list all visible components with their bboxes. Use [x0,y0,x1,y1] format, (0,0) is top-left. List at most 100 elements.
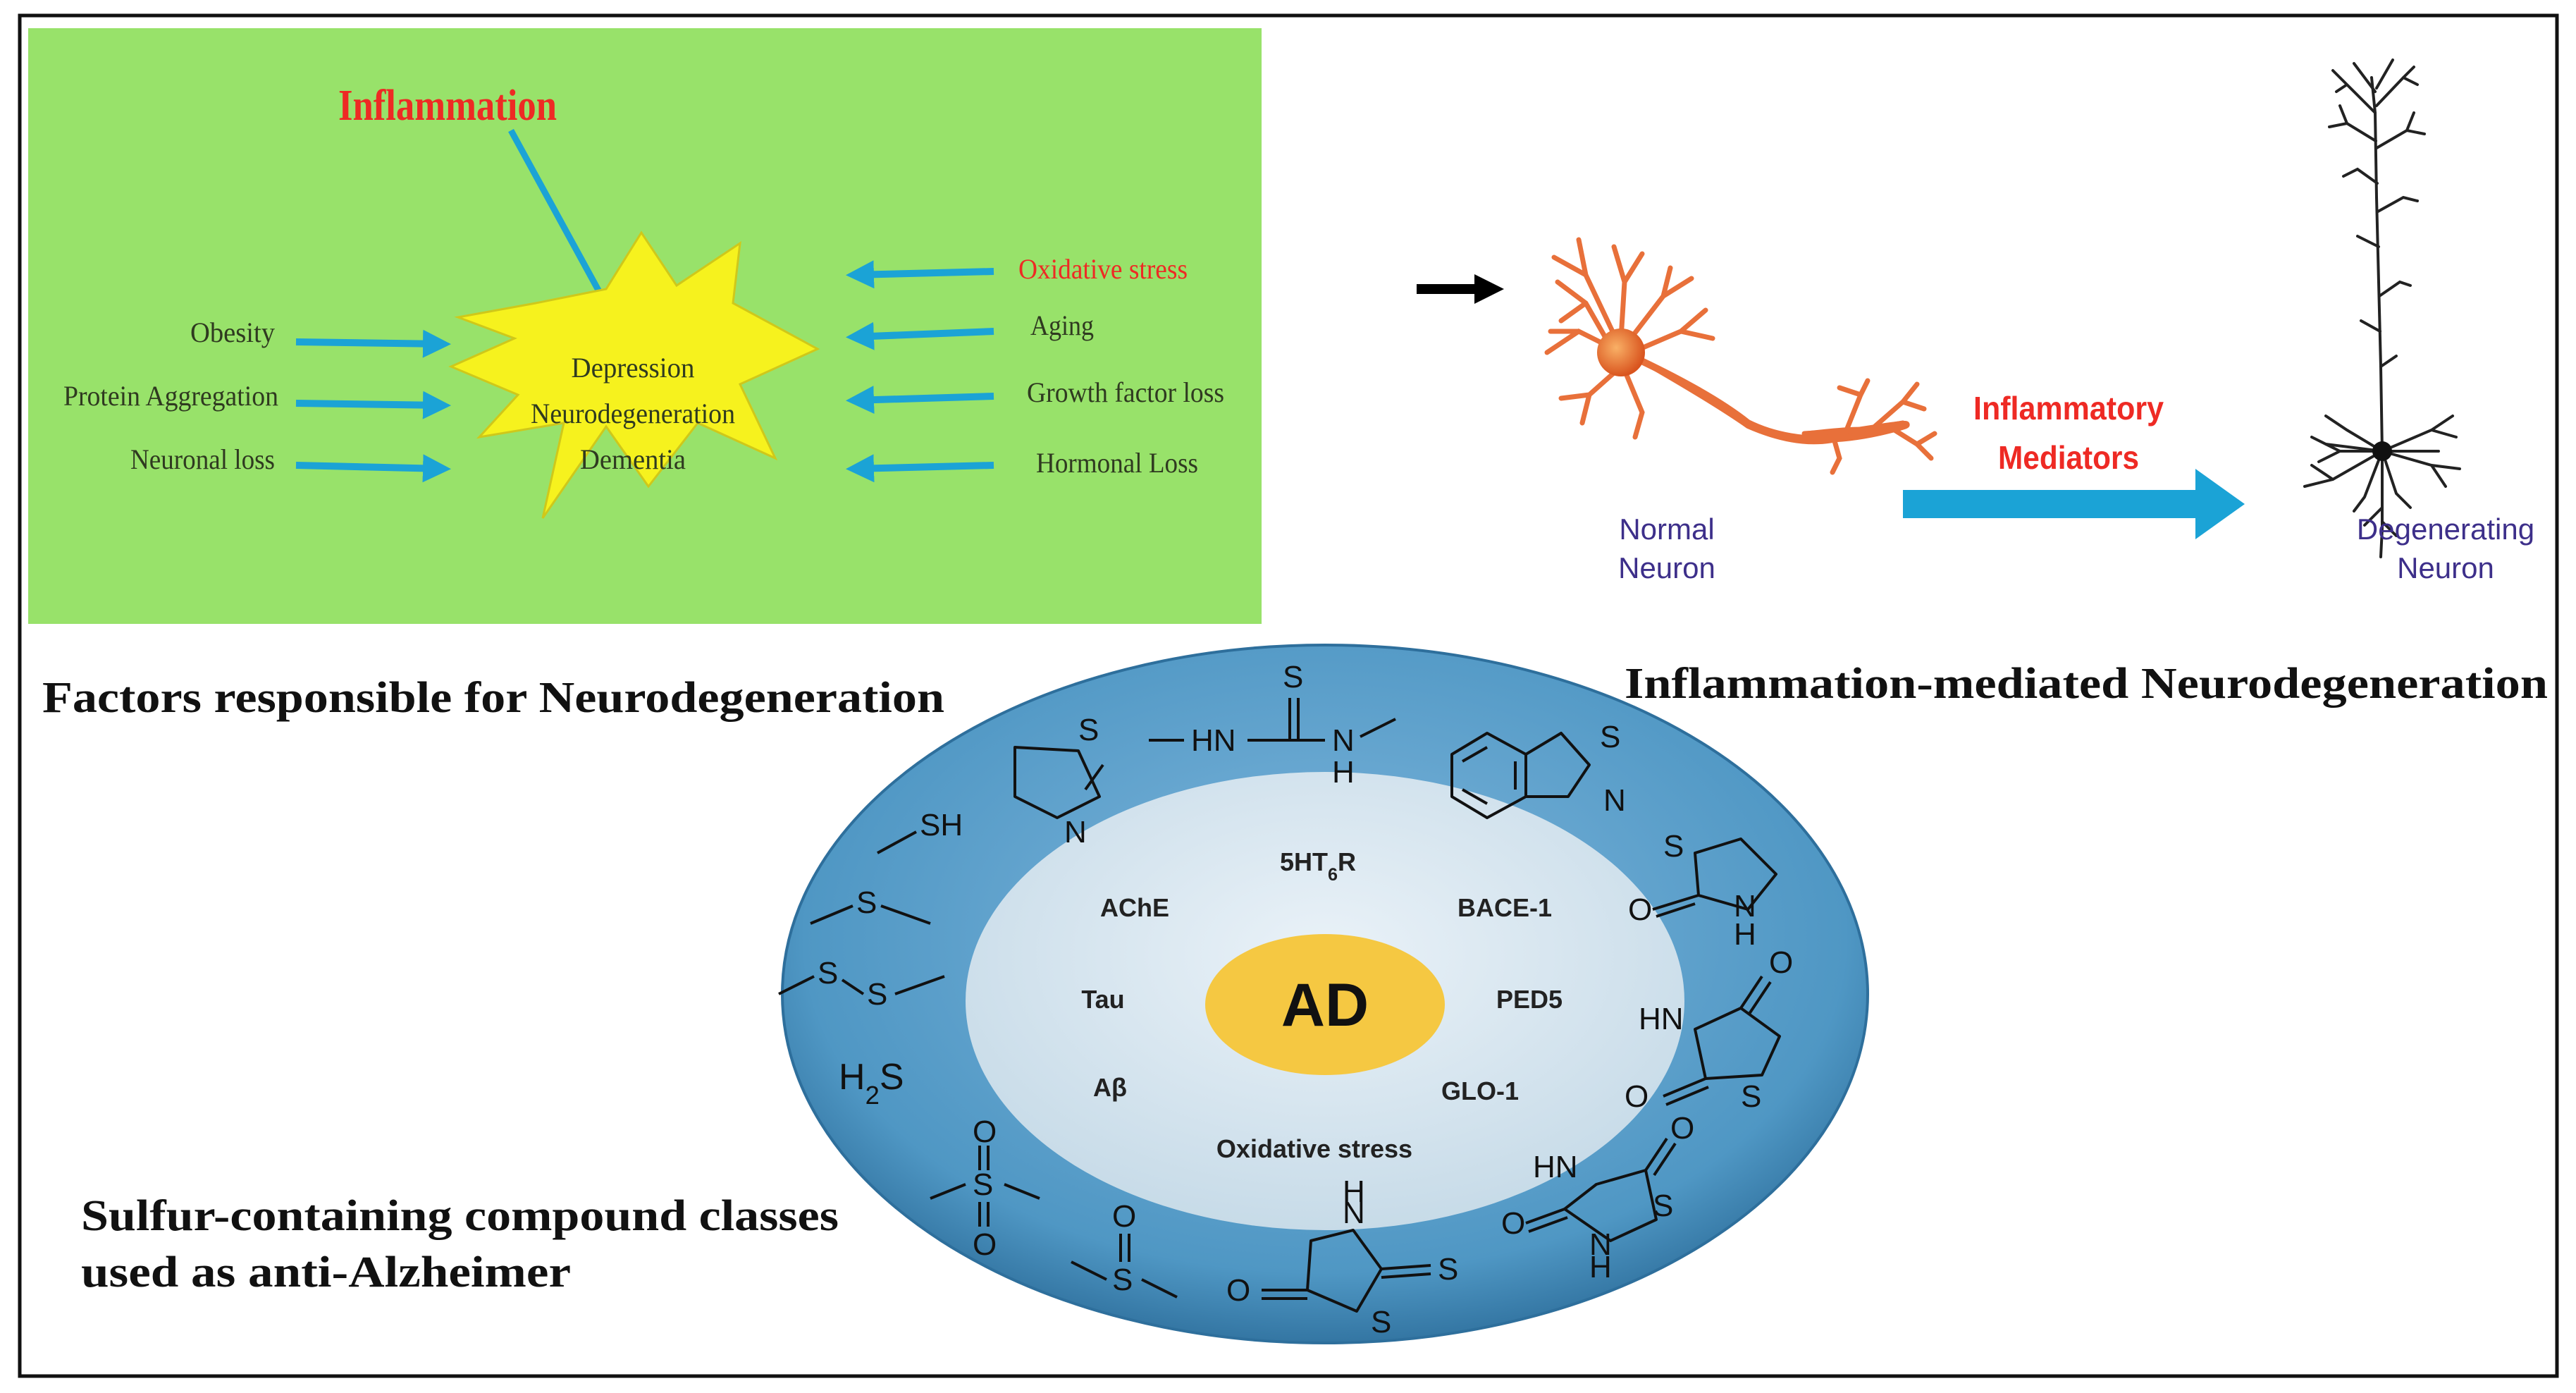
factors-panel: Inflammation Depression Neurodegeneratio… [28,28,1262,624]
svg-text:N: N [1734,889,1756,923]
arrow-obesity [295,329,451,358]
arrow-oxidative-stress [846,260,994,289]
sulfone-structure: O S O [930,1115,1040,1262]
svg-text:O: O [1670,1111,1694,1146]
inflammation-label: Inflammation [338,82,557,130]
factor-oxidative-stress: Oxidative stress [1018,253,1188,285]
svg-text:O: O [973,1115,997,1149]
svg-text:N: N [1064,815,1087,849]
compound-structures: S N HN S N H S N [778,660,1793,1339]
factor-protein-aggregation: Protein Aggregation [63,380,278,412]
svg-text:S: S [1600,720,1620,754]
ad-label: AD [1281,971,1369,1039]
ad-center [1205,934,1445,1075]
svg-text:O: O [1112,1199,1136,1234]
target-bace1: BACE-1 [1458,893,1552,922]
arrow-hormonal-loss [846,454,994,483]
thioether-structure: S [810,885,931,925]
arrow-growth-factor-loss [846,386,994,415]
degenerating-neuron-soma [2372,441,2392,461]
degenerating-neuron-icon [2303,59,2461,558]
svg-text:H: H [1332,755,1355,790]
svg-text:N: N [1332,723,1355,758]
factor-obesity: Obesity [190,317,275,348]
sulfur-panel: AD 5HT6R BACE-1 PED5 GLO-1 Oxidative str… [778,644,1869,1344]
svg-text:S: S [1283,660,1303,694]
thiourea-structure: HN S N H [1149,660,1396,790]
svg-text:N: N [1589,1227,1612,1262]
normal-neuron-icon [1544,237,1937,475]
degenerating-neuron-label-line2: Neuron [2397,551,2494,584]
factors-caption: Factors responsible for Neurodegeneratio… [42,674,944,722]
sulfur-caption-line1: Sulfur-containing compound classes [81,1192,839,1240]
thiol-structure: SH [877,808,963,854]
arrow-neuronal-loss [295,454,451,483]
svg-text:HN: HN [1533,1150,1578,1184]
inflammation-caption: Inflammation-mediated Neurodegeneration [1625,660,2548,708]
target-5ht6r: 5HT6R [1280,847,1356,885]
svg-text:O: O [1769,945,1793,980]
thiazolidinone-structure: S O N H [1628,829,1777,952]
figure-border [18,13,2559,1378]
disulfide-structure: S S [778,956,945,1012]
svg-text:N: N [1343,1196,1365,1230]
svg-text:O: O [1625,1079,1648,1114]
svg-text:S: S [1371,1305,1391,1339]
svg-text:O: O [973,1227,997,1262]
svg-text:H: H [1734,917,1756,952]
mediator-label-line2: Mediators [1998,439,2139,476]
svg-text:H: H [1343,1174,1365,1209]
target-labels: 5HT6R BACE-1 PED5 GLO-1 Oxidative stress… [1081,847,1563,1163]
svg-text:SH: SH [920,808,963,842]
hydrogen-sulfide-formula: H2S [839,1057,904,1110]
center-line-neurodegeneration: Neurodegeneration [531,398,735,429]
factor-growth-factor-loss: Growth factor loss [1027,376,1224,408]
mediator-arrow [1903,469,2245,539]
normal-neuron-label-line1: Normal [1619,513,1714,546]
svg-text:S: S [973,1167,993,1202]
target-glo1: GLO-1 [1441,1076,1519,1105]
benzothiazole-structure: S N [1450,720,1626,819]
svg-text:S: S [867,977,887,1012]
arrow-protein-aggregation [295,391,451,419]
rhodanine-structure: N H S O S [1226,1174,1458,1339]
inflammation-panel: Normal Neuron Inflammatory Mediators [1417,59,2534,584]
svg-text:HN: HN [1191,723,1236,758]
normal-neuron-label-line2: Neuron [1618,551,1715,584]
factor-aging: Aging [1030,309,1094,341]
svg-text:O: O [1501,1206,1525,1241]
mediator-label-line1: Inflammatory [1973,390,2164,427]
center-line-dementia: Dementia [580,443,686,475]
svg-text:O: O [1628,892,1652,927]
target-ped5: PED5 [1496,985,1563,1014]
factor-neuronal-loss: Neuronal loss [130,443,275,475]
thiadiazolidine-structure: O HN O S N H [1501,1111,1694,1284]
svg-text:H: H [1589,1250,1612,1284]
target-ache: AChE [1100,893,1169,922]
svg-text:S: S [1078,713,1099,747]
svg-text:S: S [818,956,838,990]
svg-text:S: S [1663,829,1684,864]
target-abeta: Aβ [1093,1073,1127,1102]
svg-text:S: S [856,885,877,920]
thiazoline-structure: S N [1013,713,1104,849]
center-line-depression: Depression [572,352,695,383]
factor-hormonal-loss: Hormonal Loss [1036,447,1198,479]
svg-text:O: O [1226,1273,1250,1308]
sulfur-caption-line2: used as anti-Alzheimer [81,1248,571,1296]
target-tau: Tau [1081,985,1124,1014]
svg-text:HN: HN [1639,1002,1684,1036]
thiazolidine-dione-structure: O HN O S [1625,945,1793,1114]
svg-text:S: S [1741,1079,1761,1114]
starburst-shape [448,231,820,519]
target-oxidative-stress: Oxidative stress [1216,1134,1412,1163]
svg-text:S: S [1112,1263,1133,1297]
normal-neuron-soma [1597,329,1645,376]
svg-text:N: N [1603,783,1626,818]
inflammation-arrow [508,128,617,323]
svg-text:S: S [1438,1252,1458,1287]
arrow-aging [846,321,994,350]
degenerating-neuron-label-line1: Degenerating [2357,513,2534,546]
